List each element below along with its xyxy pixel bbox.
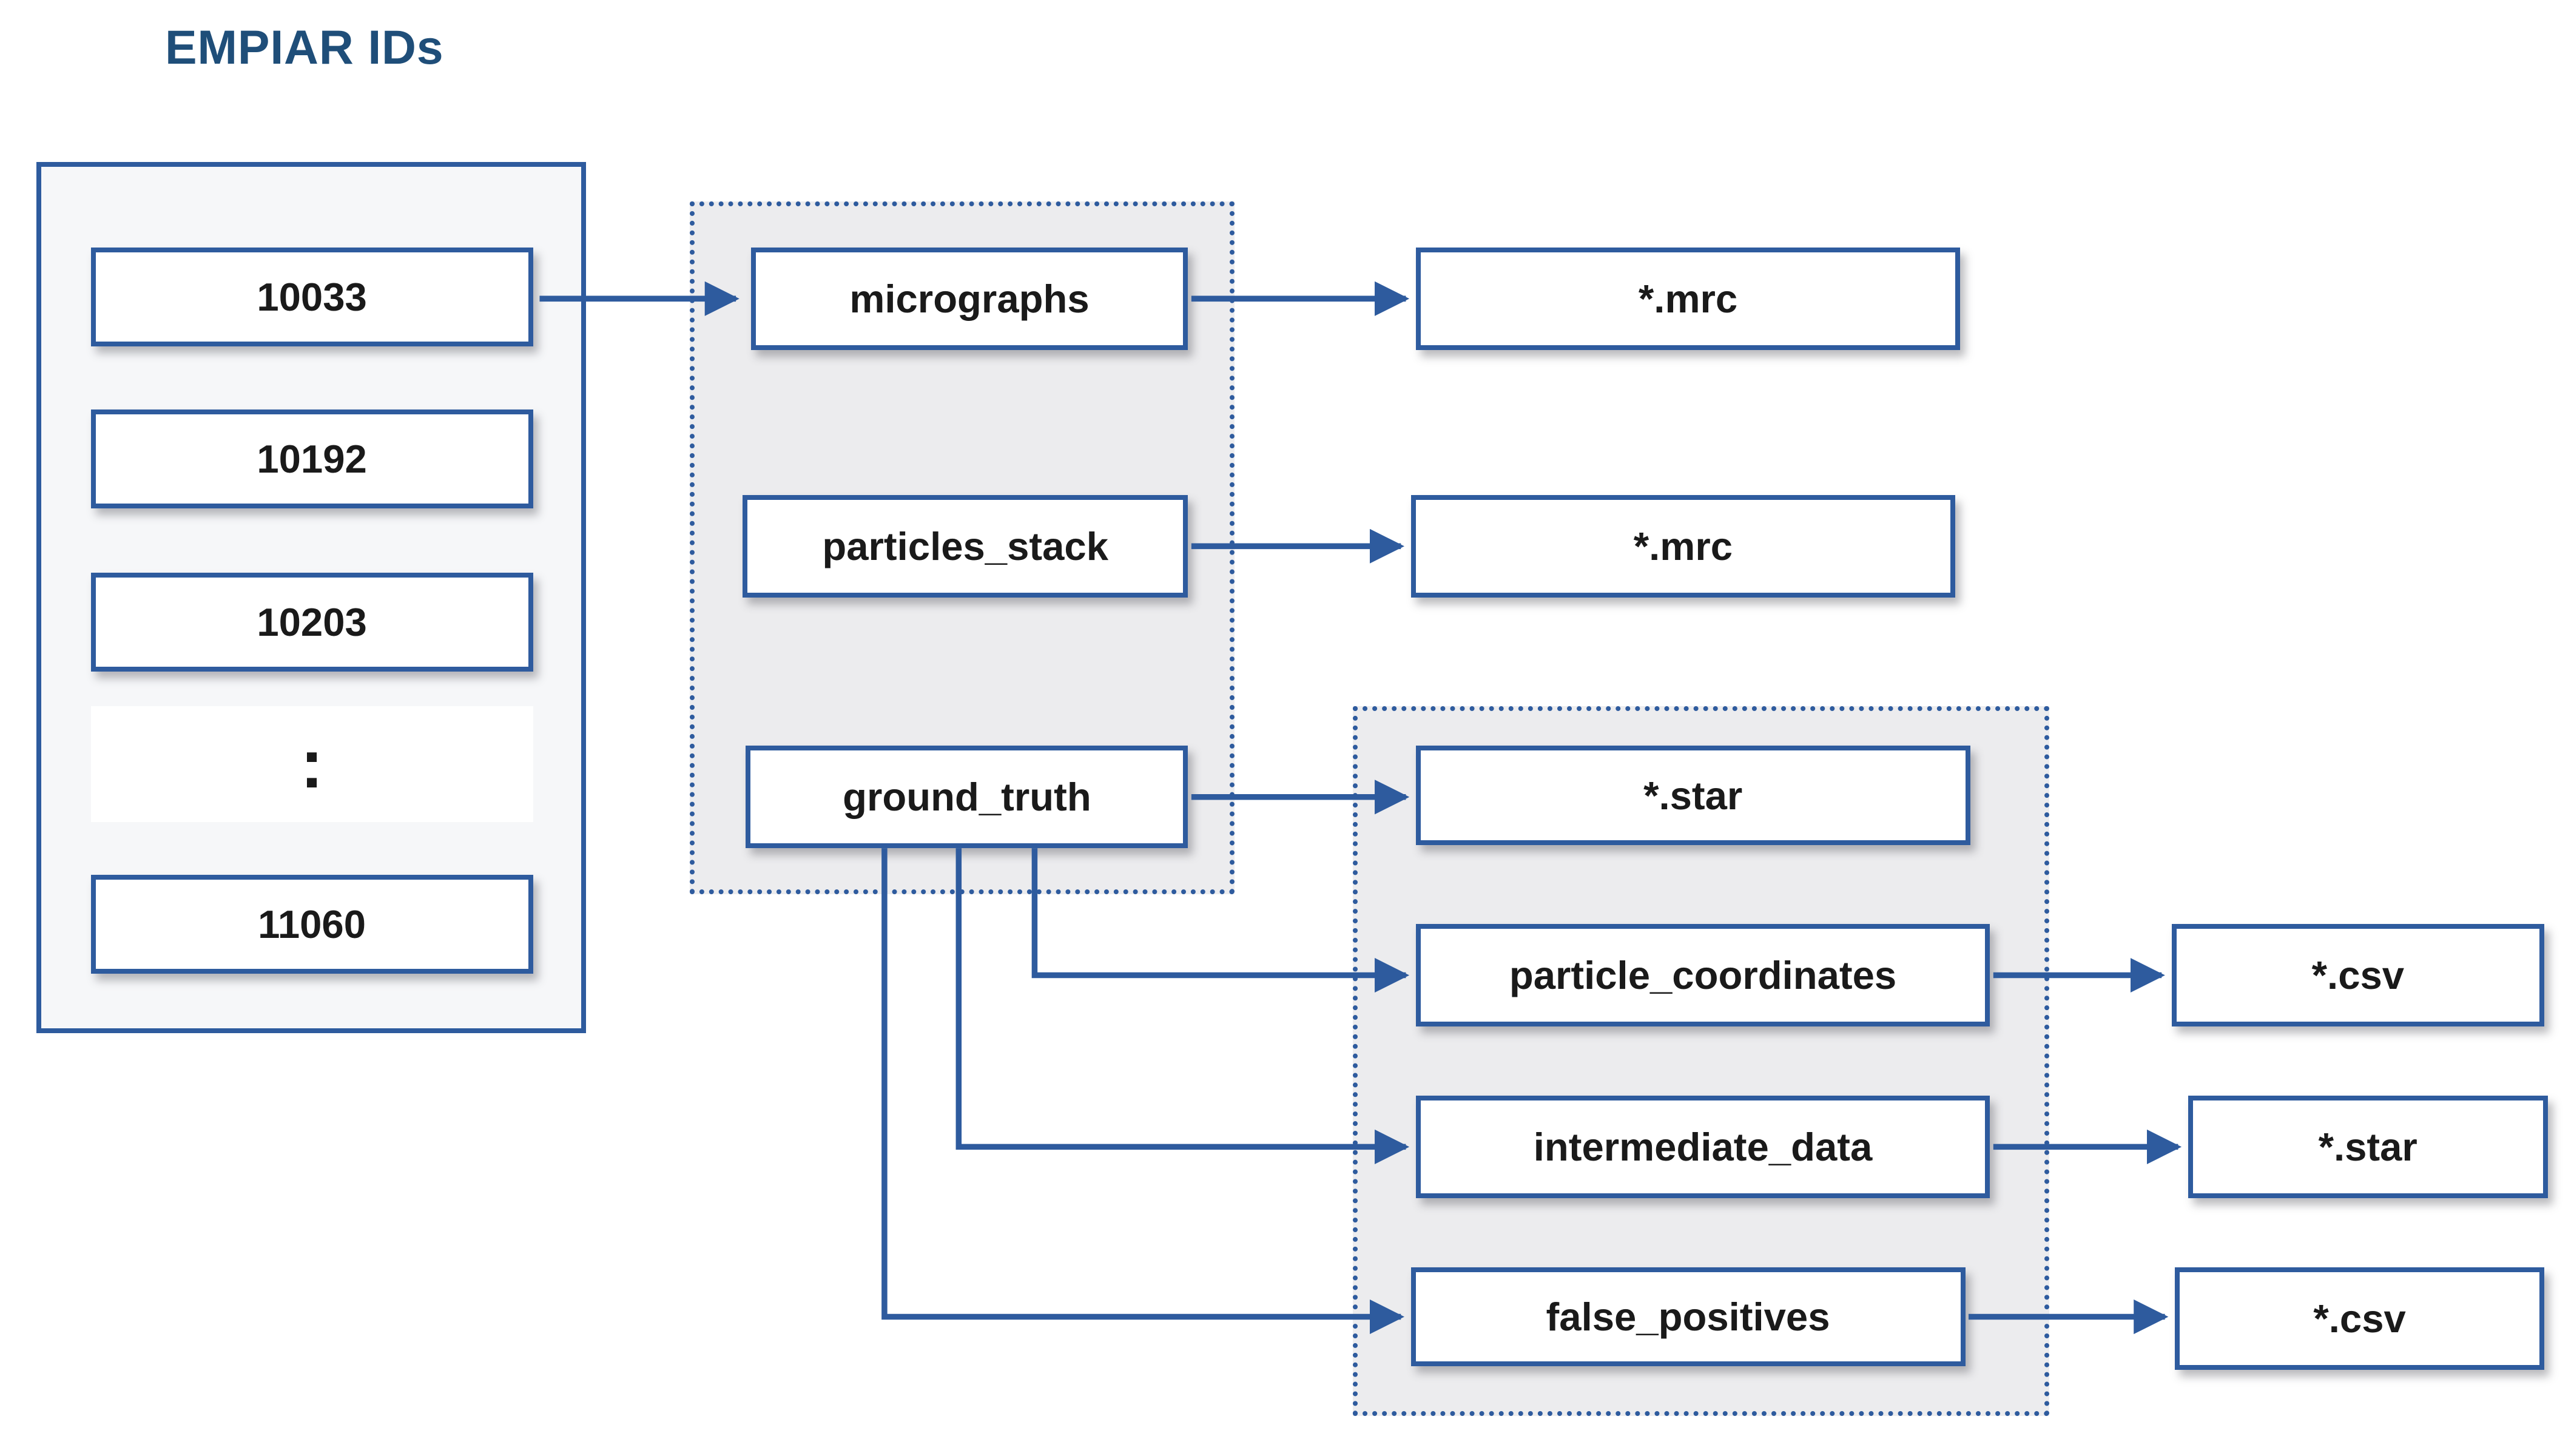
micrographs-file-box: *.mrc [1415,248,1961,350]
page-title: EMPIAR IDs [165,20,444,74]
empiar-id-box: 10203 [90,572,533,672]
micrographs-node: micrographs [750,248,1188,350]
particles-stack-node: particles_stack [743,495,1188,598]
particle-coordinates-node: particle_coordinates [1415,924,1990,1026]
intermediate-data-node: intermediate_data [1415,1096,1990,1198]
empiar-id-box: 10192 [90,409,533,508]
intermediate-data-file-box: *.star [2188,1096,2548,1198]
empiar-ids-ellipsis: : [90,706,533,822]
false-positives-node: false_positives [1410,1267,1966,1367]
particles-stack-file-box: *.mrc [1410,495,1956,598]
empiar-id-box: 11060 [90,874,533,974]
empiar-id-box: 10033 [90,248,533,347]
particle-coordinates-file-box: *.csv [2171,924,2545,1026]
false-positives-file-box: *.csv [2174,1267,2545,1370]
ground-truth-file-box: *.star [1415,746,1970,845]
ground-truth-node: ground_truth [746,746,1188,849]
arrow-ground-truth-to-false-positives [881,848,1404,1335]
